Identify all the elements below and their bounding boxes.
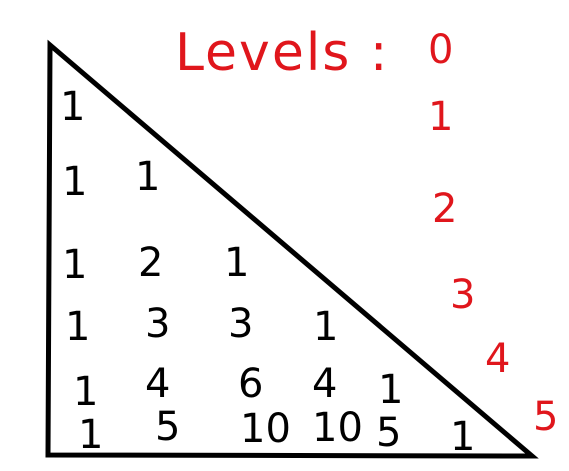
row-5-entry-5: 1	[450, 414, 475, 460]
row-3-entry-1: 3	[145, 301, 170, 347]
row-4-entry-2: 6	[238, 361, 263, 407]
level-label-5: 5	[533, 394, 558, 440]
level-label-3: 3	[450, 272, 475, 318]
row-3-entry-0: 1	[65, 304, 90, 350]
row-2-entry-2: 1	[224, 240, 249, 286]
row-2-entry-1: 2	[138, 240, 163, 286]
row-1-entry-1: 1	[135, 154, 160, 200]
row-4-entry-3: 4	[312, 361, 337, 407]
level-label-1: 1	[428, 94, 453, 140]
row-4-entry-0: 1	[73, 369, 98, 415]
triangle-outline	[45, 39, 539, 459]
row-4-entry-1: 4	[145, 361, 170, 407]
row-2-entry-0: 1	[62, 242, 87, 288]
row-3-entry-3: 1	[313, 304, 338, 350]
row-5-entry-1: 5	[155, 404, 180, 450]
row-3-entry-2: 3	[228, 301, 253, 347]
row-5-entry-3: 10	[312, 405, 363, 451]
levels-title: Levels :	[175, 23, 389, 83]
row-5-entry-4: 5	[376, 410, 401, 456]
level-labels: 0 1 2 3 4 5	[428, 27, 558, 440]
level-label-0: 0	[428, 27, 453, 73]
level-label-4: 4	[485, 336, 510, 382]
pascal-rows: 1 1 1 1 2 1 1 3 3 1 1 4 6 4 1 1 5 10 10 …	[60, 84, 475, 460]
row-5-entry-0: 1	[78, 412, 103, 458]
row-0-entry-0: 1	[60, 84, 85, 130]
level-label-2: 2	[432, 186, 457, 232]
row-5-entry-2: 10	[240, 406, 291, 452]
row-1-entry-0: 1	[62, 159, 87, 205]
row-4-entry-4: 1	[378, 367, 403, 413]
